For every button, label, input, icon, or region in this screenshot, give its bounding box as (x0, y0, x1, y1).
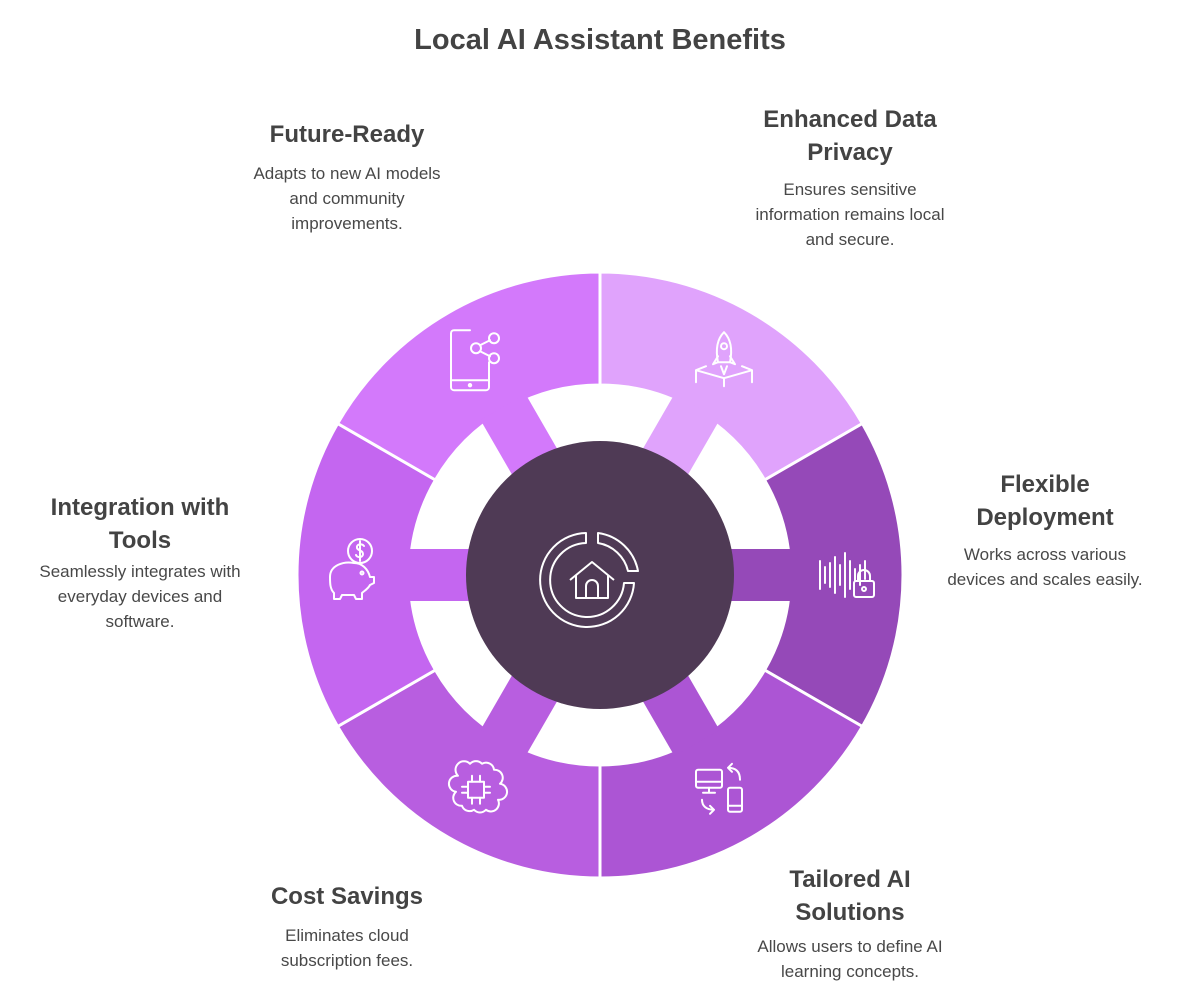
home-cycle-icon (539, 532, 639, 628)
soundwave-lock-icon (819, 552, 875, 598)
center-circle (466, 441, 734, 709)
rocket-icon (695, 331, 753, 388)
segment-connector (724, 549, 794, 601)
segment-cost-savings (295, 421, 476, 729)
description: Adapts to new AI models and community im… (253, 164, 441, 233)
description: Eliminates cloud subscription fees. (280, 926, 414, 970)
brain-chip-icon (447, 760, 509, 814)
label-flexible-deployment: Flexible Deployment Works across various… (915, 468, 1175, 592)
label-integration-tools: Integration with Tools Seamlessly integr… (10, 491, 270, 634)
devices-sync-icon (695, 762, 743, 815)
heading: Integration with Tools (50, 494, 230, 554)
segment-data-privacy (724, 421, 905, 729)
phone-share-icon (450, 329, 500, 392)
heading: Future-Ready (269, 121, 425, 148)
label-cost-savings: Cost Savings Eliminates cloud subscripti… (217, 880, 477, 973)
label-tailored-ai: Tailored AI Solutions Allows users to de… (720, 863, 980, 984)
label-future-ready: Future-Ready Adapts to new AI models and… (217, 118, 477, 236)
center-hub (466, 441, 734, 709)
description: Seamlessly integrates with everyday devi… (39, 562, 241, 631)
segment-connector (406, 549, 476, 601)
heading: Tailored AI Solutions (789, 866, 911, 926)
description: Works across various devices and scales … (947, 545, 1143, 589)
description: Allows users to define AI learning conce… (757, 937, 943, 981)
piggy-bank-icon (329, 538, 375, 600)
heading: Flexible Deployment (976, 471, 1114, 531)
heading: Enhanced Data Privacy (763, 106, 937, 166)
segment-sector (335, 270, 602, 483)
description: Ensures sensitive information remains lo… (755, 180, 945, 249)
label-data-privacy: Enhanced Data Privacy Ensures sensitive … (720, 103, 980, 252)
diagram-title: Local AI Assistant Benefits (414, 24, 786, 56)
heading: Cost Savings (270, 883, 424, 910)
